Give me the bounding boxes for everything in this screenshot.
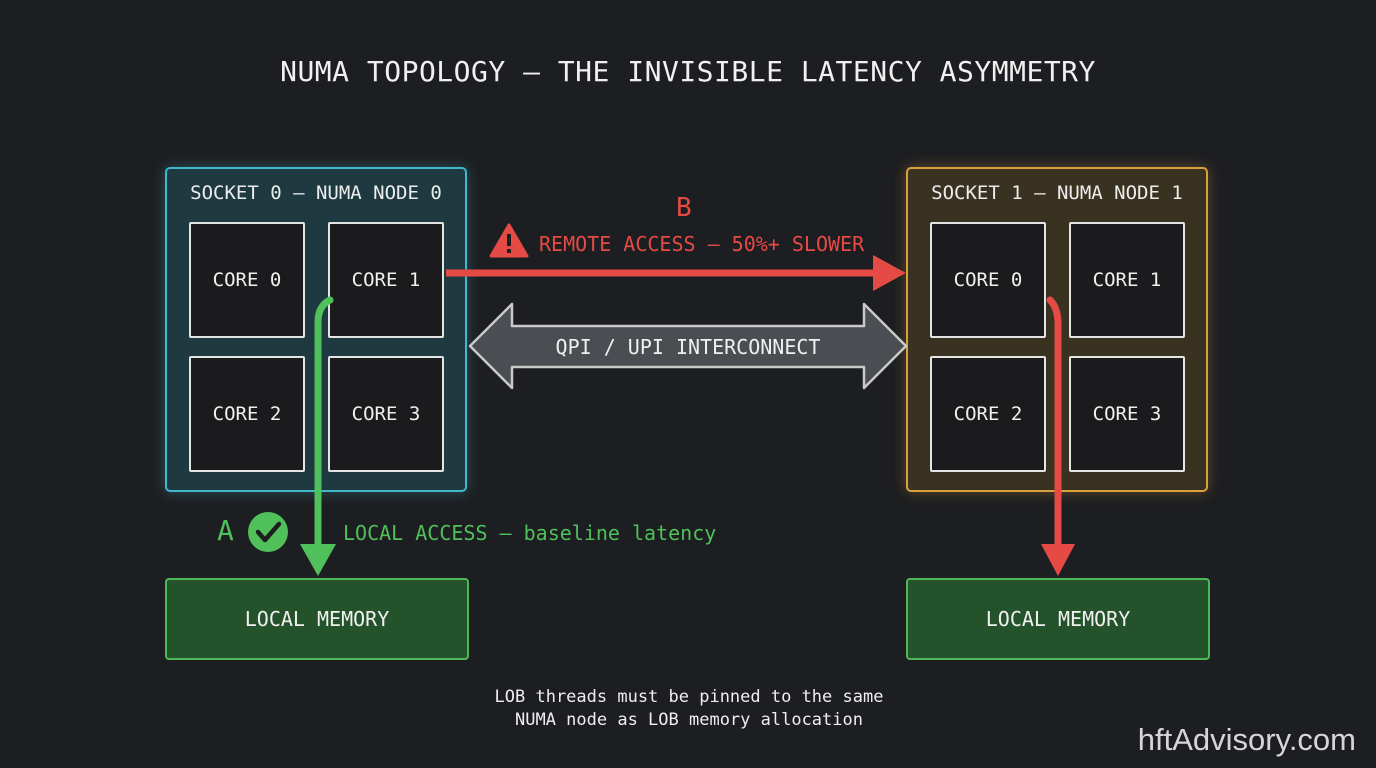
brand-watermark: hftAdvisory.com: [1137, 722, 1356, 757]
socket-0-core-3: CORE 3: [328, 356, 444, 472]
socket-1-local-memory: LOCAL MEMORY: [906, 578, 1210, 660]
warning-icon: [489, 223, 529, 258]
socket-0-label: SOCKET 0 — NUMA NODE 0: [190, 182, 442, 204]
local-access-label: LOCAL ACCESS — baseline latency: [343, 521, 717, 545]
pinning-note: LOB threads must be pinned to the same N…: [430, 686, 948, 732]
local-path-letter: A: [217, 514, 234, 547]
diagram-title: NUMA TOPOLOGY — THE INVISIBLE LATENCY AS…: [280, 55, 1096, 88]
interconnect-double-arrow: [468, 302, 908, 390]
socket-0-core-0: CORE 0: [189, 222, 305, 338]
socket-1-core-3: CORE 3: [1069, 356, 1185, 472]
remote-path-letter: B: [676, 193, 692, 223]
remote-access-arrow: [446, 255, 906, 291]
socket-0-core-1: CORE 1: [328, 222, 444, 338]
socket-1-core-0: CORE 0: [930, 222, 1046, 338]
socket-1-core-2: CORE 2: [930, 356, 1046, 472]
interconnect-label: QPI / UPI INTERCONNECT: [555, 335, 821, 359]
socket-1-label: SOCKET 1 — NUMA NODE 1: [931, 182, 1183, 204]
socket-1-memory-arrow: [1041, 296, 1075, 576]
socket-1-core-1: CORE 1: [1069, 222, 1185, 338]
checkmark-icon: [248, 512, 288, 552]
pinning-note-line-1: LOB threads must be pinned to the same: [494, 687, 884, 707]
socket-0-core-2: CORE 2: [189, 356, 305, 472]
local-access-arrow: [300, 296, 336, 576]
pinning-note-line-2: NUMA node as LOB memory allocation: [515, 710, 863, 730]
socket-0-local-memory: LOCAL MEMORY: [165, 578, 469, 660]
remote-access-label: REMOTE ACCESS — 50%+ SLOWER: [539, 232, 865, 256]
